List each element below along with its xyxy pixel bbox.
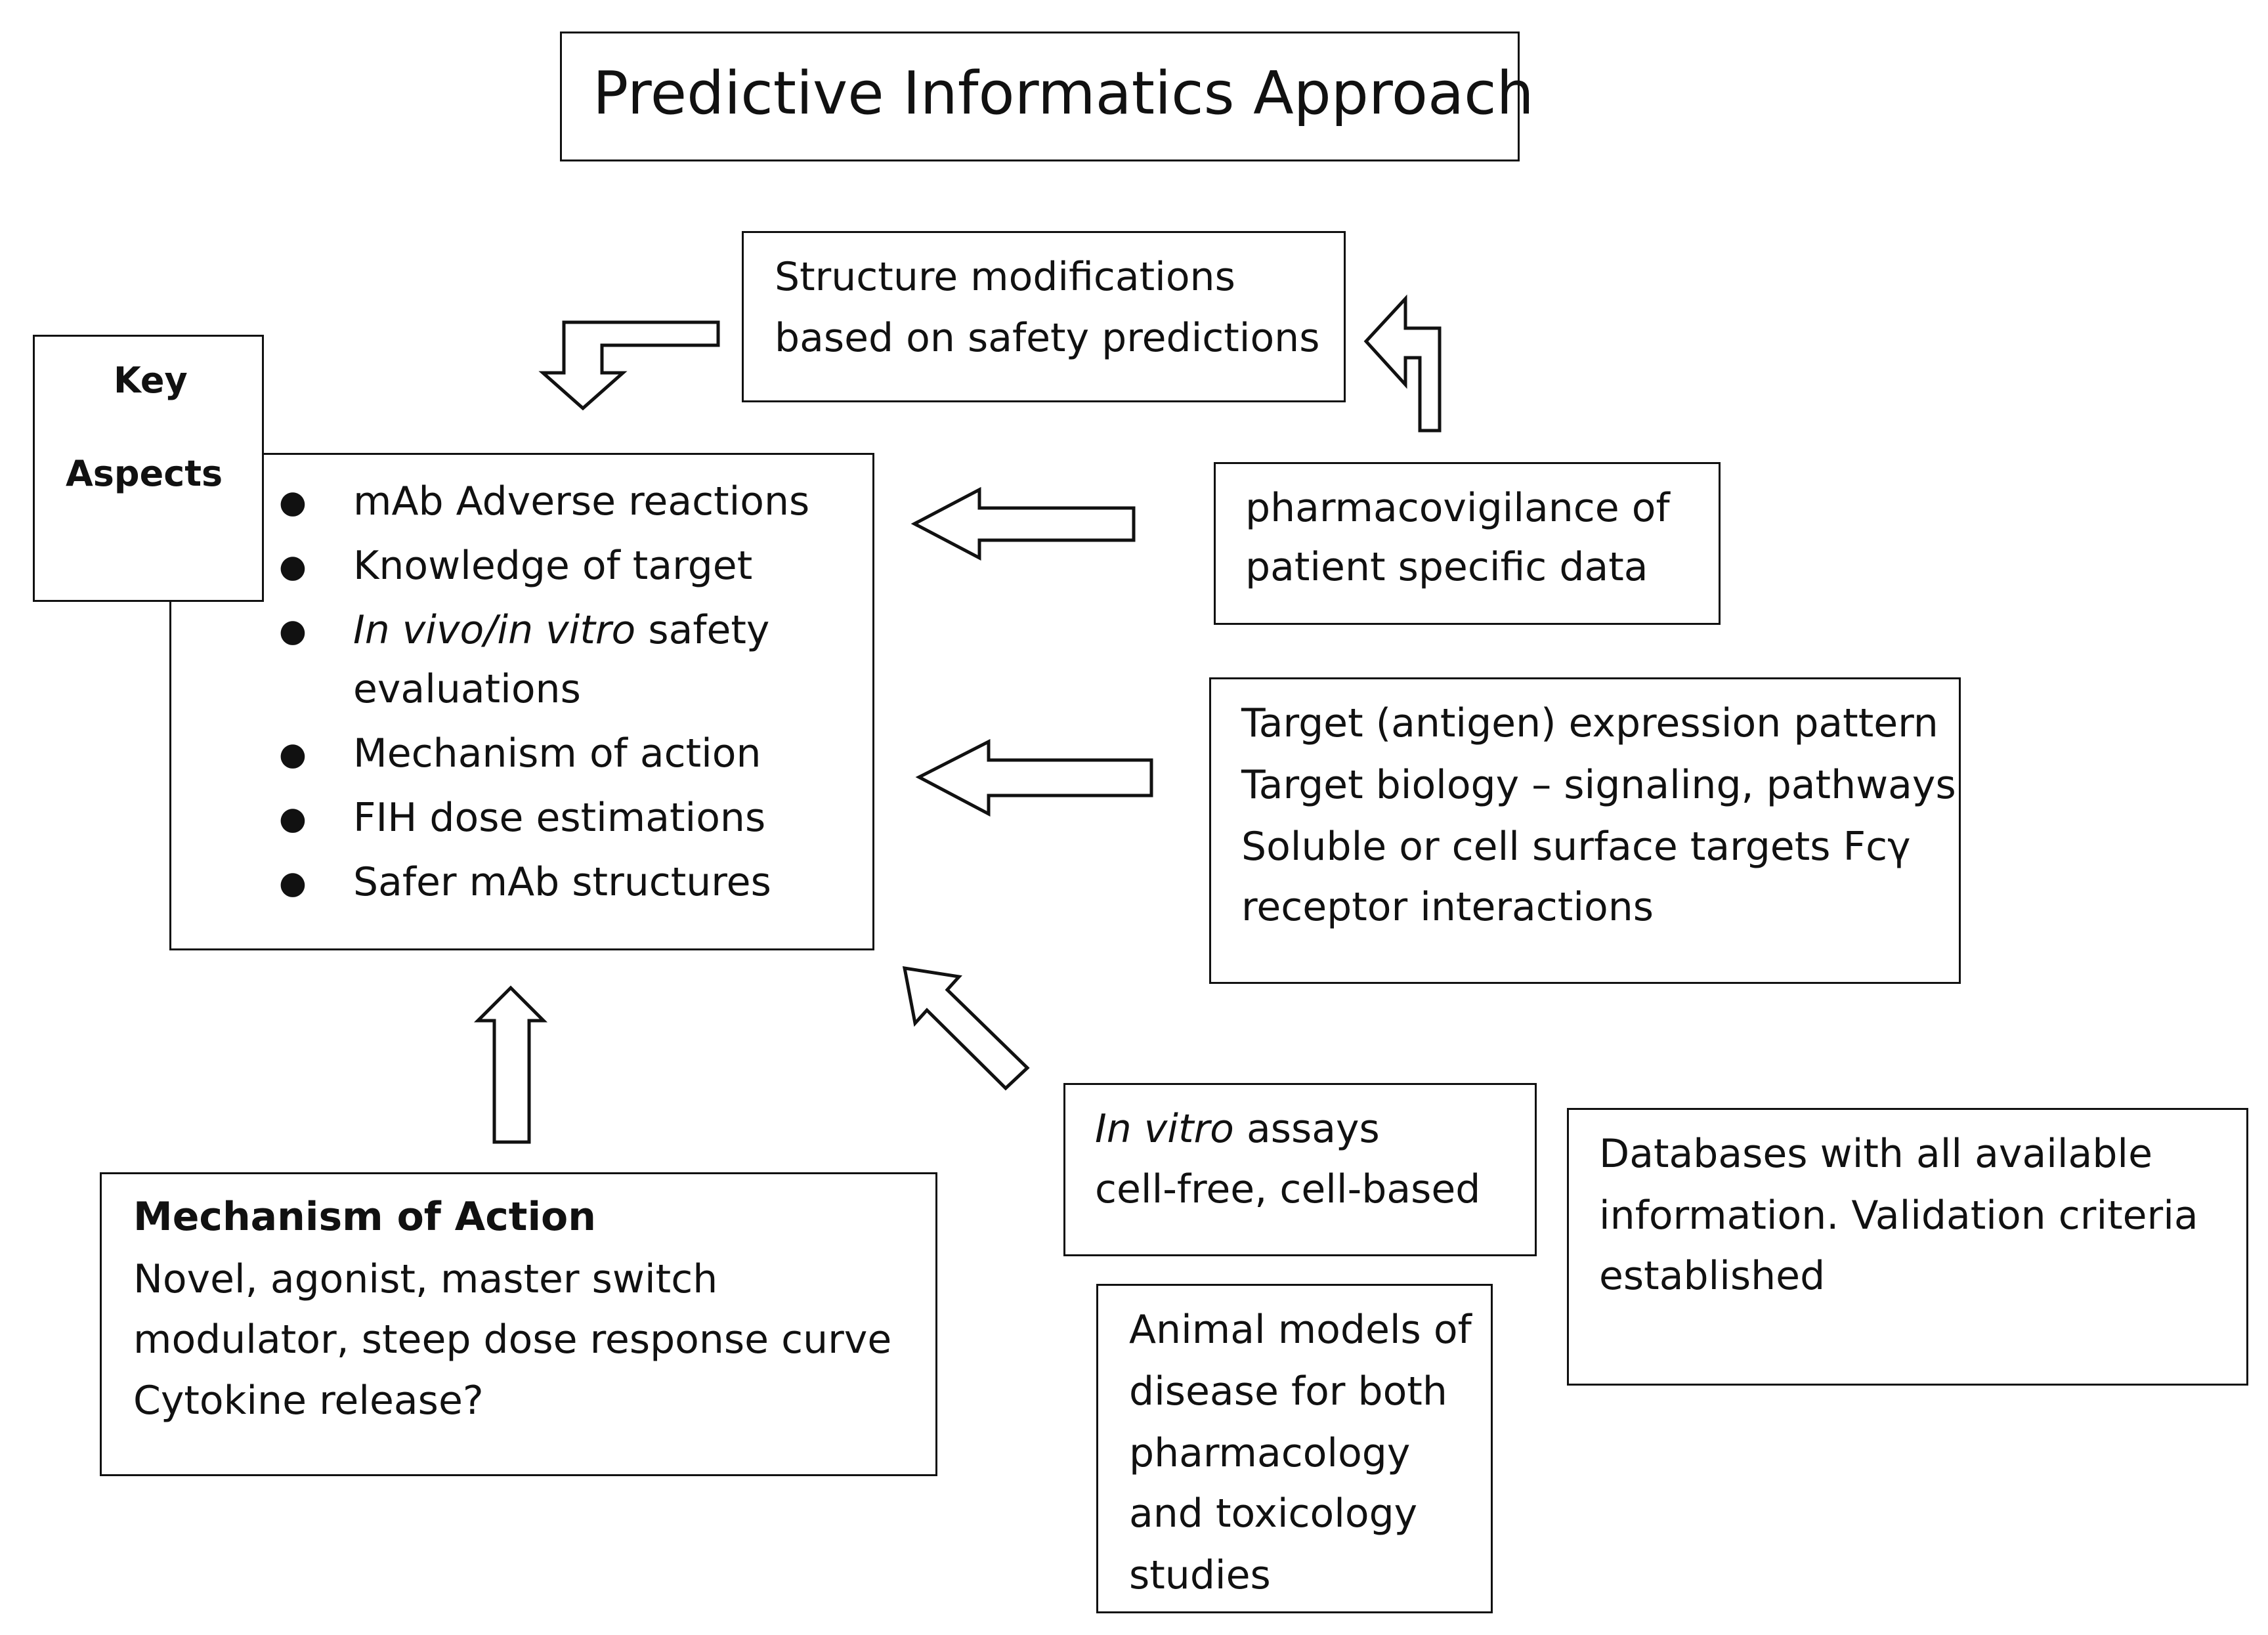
target-line-4: receptor interactions [1241,884,1654,930]
target-line-1: Target (antigen) expression pattern [1241,700,1938,746]
structure-line-1: Structure modifications [775,254,1235,300]
databases-line-2: information. Validation criteria [1599,1193,2198,1239]
pharmacovigilance-line-2: patient specific data [1245,544,1648,590]
key-label: Key [114,360,188,401]
structure-modifications-box [742,231,1346,402]
target-line-2: Target biology – signaling, pathways [1241,762,1956,808]
animal-line-1: Animal models of [1129,1307,1472,1353]
key-aspect-item: FIH dose estimations [353,795,766,841]
diagonal-arrow-invitro [902,966,1030,1091]
bullet-dot: ● [279,612,307,649]
animal-line-4: and toxicology [1129,1491,1418,1537]
bullet-dot: ● [279,736,307,773]
key-aspect-item: Safer mAb structures [353,859,771,905]
key-aspect-item-safety: In vivo/in vitro safety [353,600,769,661]
elbow-arrow-structure-to-key [538,320,720,411]
key-aspect-item: Knowledge of target [353,543,753,589]
structure-line-2: based on safety predictions [775,315,1320,361]
mechanism-line-1: Novel, agonist, master switch [133,1256,718,1302]
italic-in-vivo-in-vitro: In vivo/in vitro [353,607,636,653]
left-arrow-pharmacovigilance [910,486,1136,561]
key-aspects-list-box [169,453,874,950]
animal-line-5: studies [1129,1552,1271,1598]
animal-models-box [1096,1284,1493,1613]
in-vitro-assays-word: assays [1233,1106,1380,1152]
mechanism-heading: Mechanism of Action [133,1194,596,1240]
key-aspect-item-continuation: evaluations [353,666,581,712]
bullet-dot: ● [279,864,307,901]
mechanism-line-3: Cytokine release? [133,1378,484,1424]
in-vitro-assays-box [1063,1083,1537,1256]
databases-line-1: Databases with all available [1599,1131,2152,1177]
in-vitro-italic: In vitro [1095,1106,1234,1152]
key-aspects-label-box [33,335,264,602]
bullet-dot: ● [279,800,307,837]
left-arrow-target [915,738,1153,817]
animal-line-3: pharmacology [1129,1430,1411,1476]
key-aspect-item: mAb Adverse reactions [353,478,810,524]
in-vitro-line-1: In vitro assays [1095,1099,1380,1160]
key-aspect-safety-word: safety [648,607,770,653]
animal-line-2: disease for both [1129,1369,1447,1414]
pharmacovigilance-line-1: pharmacovigilance of [1245,485,1670,531]
in-vitro-line-2: cell-free, cell-based [1095,1166,1481,1212]
databases-box [1567,1108,2248,1386]
mechanism-line-2: modulator, steep dose response curve [133,1317,892,1363]
elbow-arrow-pharmacovigilance-to-structure [1363,294,1442,433]
title-box [560,32,1520,161]
aspects-label: Aspects [66,453,223,494]
bullet-dot: ● [279,548,307,585]
key-aspect-item: Mechanism of action [353,731,761,776]
target-box [1209,677,1961,984]
bullet-dot: ● [279,484,307,520]
pharmacovigilance-box [1214,462,1721,625]
up-arrow-mechanism [473,985,548,1144]
mechanism-of-action-box [100,1172,937,1476]
databases-line-3: established [1599,1253,1826,1299]
diagram-title: Predictive Informatics Approach [593,59,1534,128]
target-line-3: Soluble or cell surface targets Fcγ [1241,824,1911,870]
